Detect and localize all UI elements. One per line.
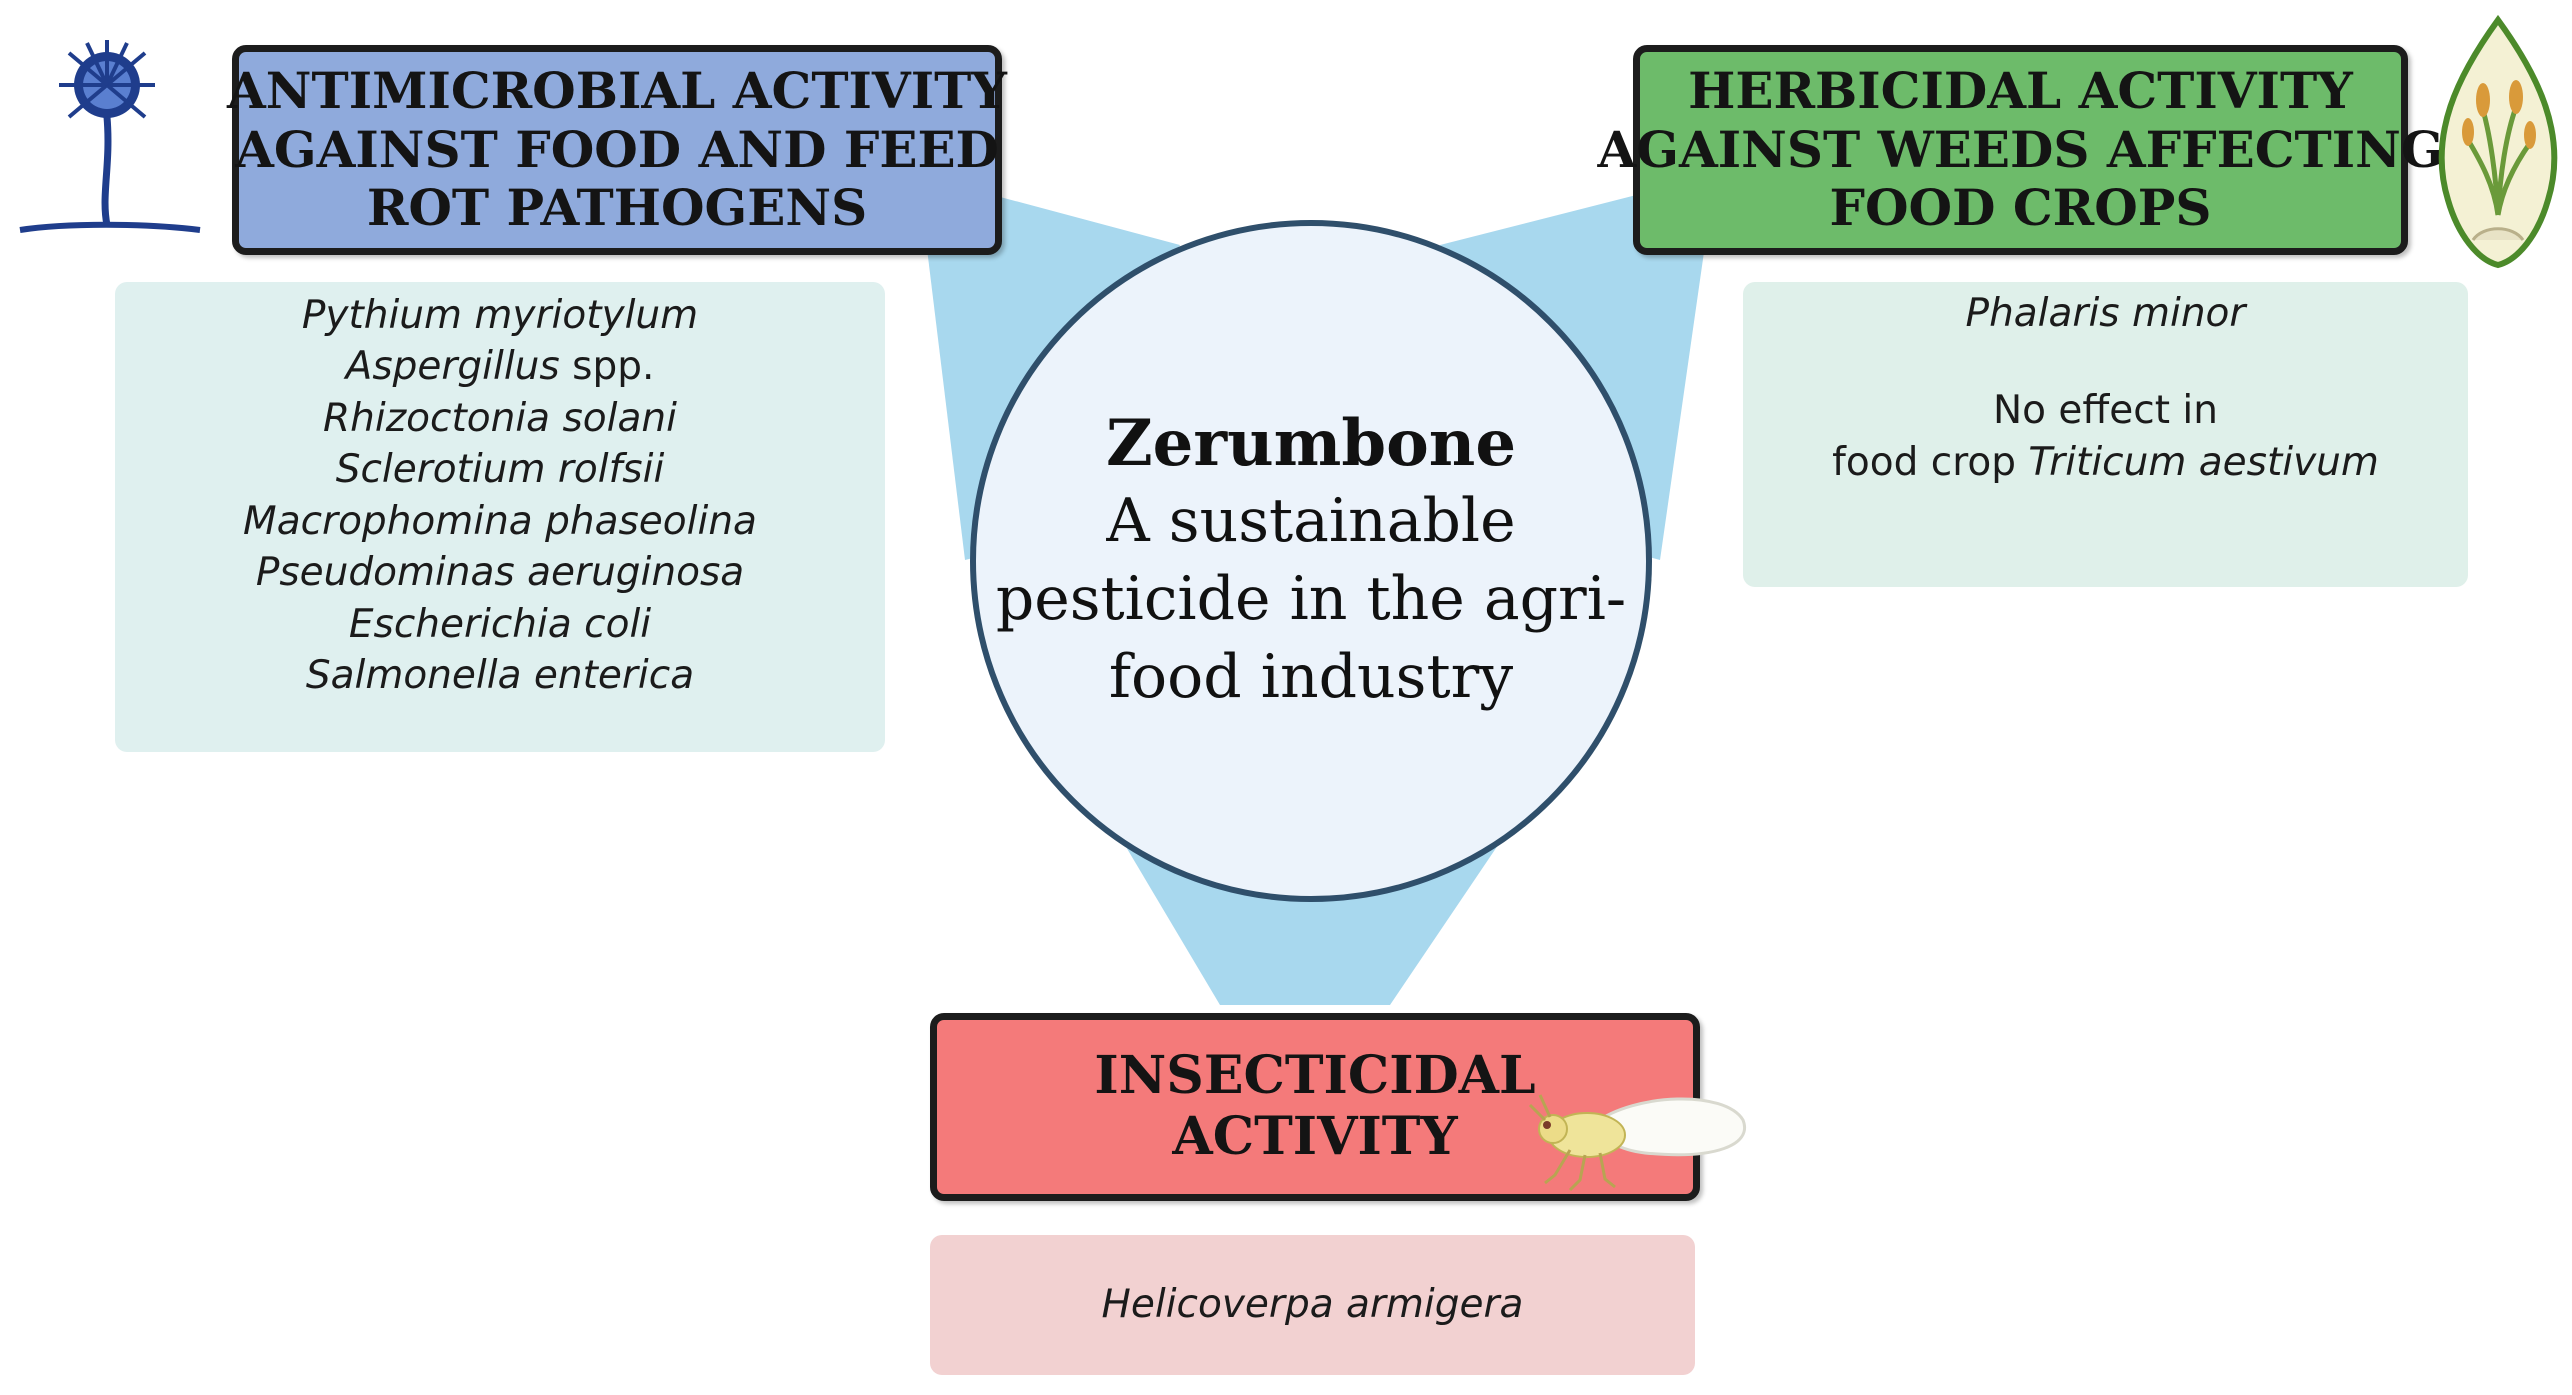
herbicidal-title-line: AGAINST WEEDS AFFECTING <box>1597 119 2444 179</box>
weed-leaf-icon <box>2438 15 2558 269</box>
crop-species: Triticum aestivum <box>2028 439 2379 485</box>
herbicidal-title-line: HERBICIDAL ACTIVITY <box>1688 61 2353 121</box>
organism-item: Aspergillus spp. <box>346 341 655 392</box>
insecticidal-title-line: ACTIVITY <box>1172 1106 1458 1167</box>
center-subtitle-line: A sustainable <box>1106 486 1516 557</box>
organism-name: Pythium myriotylum <box>301 293 699 338</box>
organism-item: Rhizoctonia solani <box>323 393 677 444</box>
whitefly-insect-icon <box>1528 1094 1747 1192</box>
insecticidal-target: Helicoverpa armigera <box>1101 1282 1524 1328</box>
center-subtitle-line: food industry <box>1108 642 1514 713</box>
center-circle: Zerumbone A sustainable pesticide in the… <box>970 220 1652 902</box>
herbicidal-target-box: Phalaris minor No effect in food crop Tr… <box>1743 282 2468 587</box>
organism-item: Pythium myriotylum <box>302 290 698 341</box>
center-heading: Zerumbone <box>1105 405 1517 481</box>
antimicrobial-title-box: ANTIMICROBIAL ACTIVITY AGAINST FOOD AND … <box>227 45 1007 255</box>
insecticidal-title-line: INSECTICIDAL <box>1094 1045 1536 1107</box>
organism-name: Aspergillus <box>345 344 560 390</box>
herbicidal-title-box: HERBICIDAL ACTIVITY AGAINST WEEDS AFFECT… <box>1597 45 2444 255</box>
antimicrobial-organism-list: Pythium myriotylum Aspergillus spp. Rhiz… <box>115 282 885 752</box>
organism-name: Pseudominas aeruginosa <box>255 550 745 596</box>
organism-item: Sclerotium rolfsii <box>336 444 665 495</box>
organism-name: Salmonella enterica <box>305 653 695 699</box>
no-effect-crop-line: food crop Triticum aestivum <box>1832 437 2379 488</box>
organism-name: Macrophomina phaseolina <box>243 498 757 544</box>
insecticidal-title-box: INSECTICIDAL ACTIVITY <box>930 1013 1700 1201</box>
fungus-mold-icon <box>19 40 201 233</box>
antimicrobial-title-line: ANTIMICROBIAL ACTIVITY <box>227 61 1008 121</box>
no-effect-prefix: food crop <box>1832 439 2029 485</box>
organism-name: Escherichia coli <box>348 601 652 647</box>
antimicrobial-title-line: AGAINST FOOD AND FEED <box>235 119 999 179</box>
insecticidal-target-box: Helicoverpa armigera <box>930 1235 1695 1375</box>
organism-item: Pseudominas aeruginosa <box>256 547 744 598</box>
organism-name: Rhizoctonia solani <box>323 395 677 441</box>
no-effect-line: No effect in <box>1993 388 2218 434</box>
organism-item: Escherichia coli <box>349 599 651 650</box>
organism-item: Salmonella enterica <box>306 650 694 701</box>
antimicrobial-title-line: ROT PATHOGENS <box>366 178 868 238</box>
herbicidal-target: Phalaris minor <box>1965 291 2246 336</box>
organism-item: Macrophomina phaseolina <box>243 496 757 547</box>
organism-suffix: spp. <box>559 344 655 390</box>
organism-name: Sclerotium rolfsii <box>335 447 665 493</box>
center-subtitle-line: pesticide in the agri- <box>995 564 1627 635</box>
herbicidal-title-line: FOOD CROPS <box>1829 178 2212 238</box>
